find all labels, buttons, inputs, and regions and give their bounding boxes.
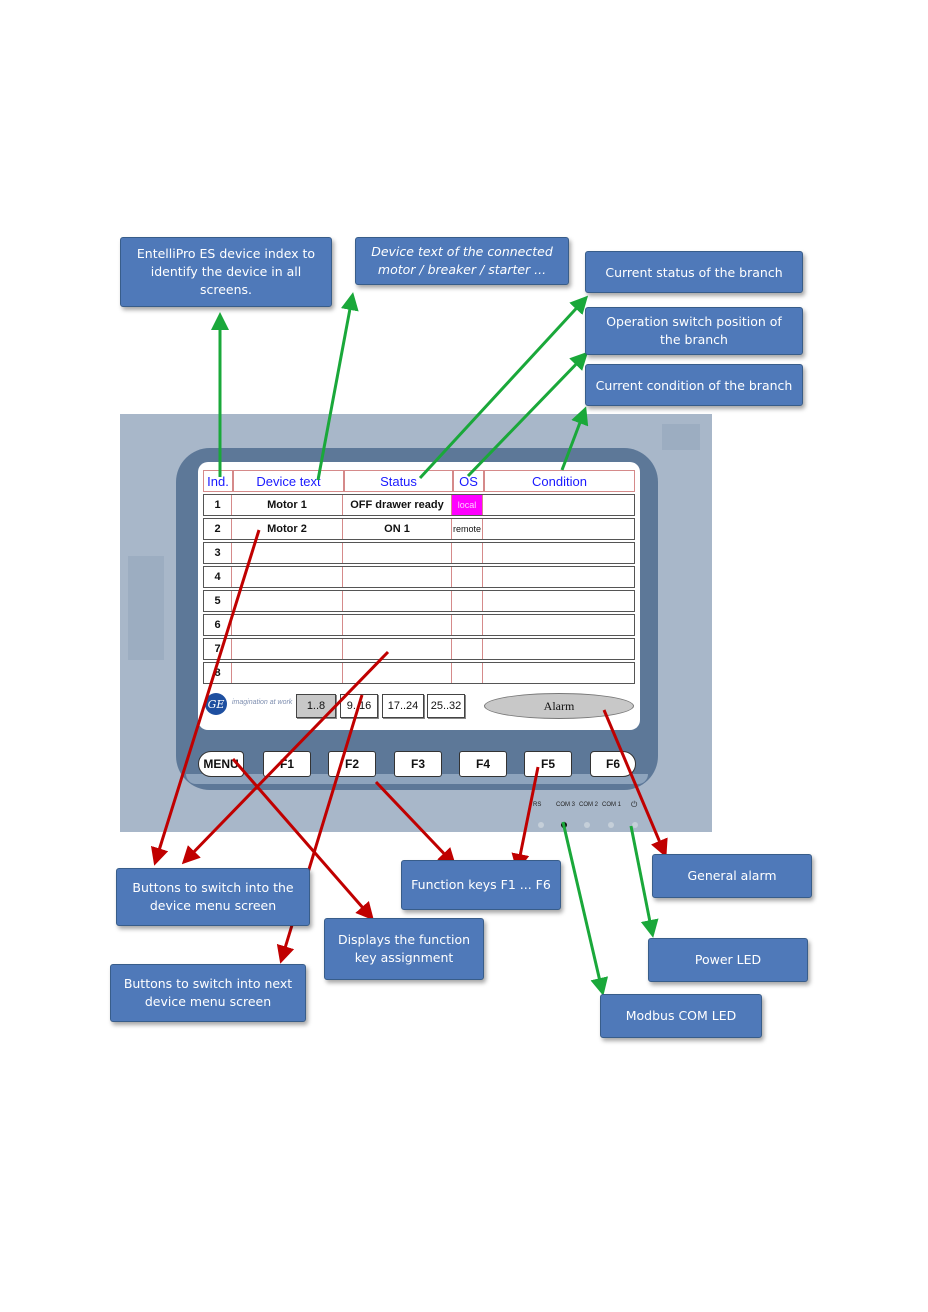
row-device-text (232, 639, 343, 659)
table-row[interactable]: 8 (203, 662, 635, 684)
row-index: 8 (204, 663, 232, 683)
row-condition (483, 639, 633, 659)
table-row[interactable]: 4 (203, 566, 635, 588)
header-condition: Condition (484, 470, 635, 492)
row-index: 6 (204, 615, 232, 635)
row-index: 2 (204, 519, 232, 539)
row-condition (483, 663, 633, 683)
callout-buttons-next: Buttons to switch into next device menu … (110, 964, 306, 1022)
callout-device-index: EntelliPro ES device index to identify t… (120, 237, 332, 307)
callout-displays-function: Displays the function key assignment (324, 918, 484, 980)
row-index: 7 (204, 639, 232, 659)
led-com2 (584, 822, 590, 828)
f4-key[interactable]: F4 (459, 751, 507, 777)
row-status: OFF drawer ready (343, 495, 452, 515)
row-index: 5 (204, 591, 232, 611)
led-label-com2: COM 2 (579, 802, 599, 808)
row-condition (483, 567, 633, 587)
led-rs (538, 822, 544, 828)
header-ind: Ind. (203, 470, 233, 492)
row-device-text (232, 591, 343, 611)
arrow-green (561, 821, 609, 996)
table-row[interactable]: 1 Motor 1 OFF drawer ready local (203, 494, 635, 516)
callout-buttons-menu: Buttons to switch into the device menu s… (116, 868, 310, 926)
menu-key[interactable]: MENU (198, 751, 244, 777)
row-os-switch: local (452, 495, 483, 515)
panel-side-plate-left (128, 556, 164, 660)
header-status: Status (344, 470, 453, 492)
row-os-switch (452, 543, 483, 563)
row-status (343, 591, 452, 611)
row-os-switch: remote (452, 519, 483, 539)
callout-current-status: Current status of the branch (585, 251, 803, 293)
led-com1 (608, 822, 614, 828)
ge-tagline: imagination at work (232, 699, 293, 706)
row-status (343, 615, 452, 635)
callout-function-keys: Function keys F1 ... F6 (401, 860, 561, 910)
row-status (343, 663, 452, 683)
callout-device-text: Device text of the connected motor / bre… (355, 237, 569, 285)
row-device-text (232, 567, 343, 587)
row-os-switch (452, 591, 483, 611)
page-button-1-8[interactable]: 1..8 (296, 694, 336, 718)
led-label-com3: COM 3 (556, 802, 576, 808)
row-os-switch (452, 615, 483, 635)
led-label-rs: RS (533, 802, 542, 808)
f6-key[interactable]: F6 (590, 751, 636, 777)
f5-key[interactable]: F5 (524, 751, 572, 777)
row-device-text (232, 663, 343, 683)
row-device-text (232, 543, 343, 563)
row-condition (483, 615, 633, 635)
callout-power-led: Power LED (648, 938, 808, 982)
ge-logo: GE (205, 693, 227, 715)
table-row[interactable]: 6 (203, 614, 635, 636)
row-index: 4 (204, 567, 232, 587)
alarm-indicator[interactable]: Alarm (484, 693, 634, 719)
callout-operation-switch: Operation switch position of the branch (585, 307, 803, 355)
row-index: 1 (204, 495, 232, 515)
row-status (343, 543, 452, 563)
row-condition (483, 495, 633, 515)
row-device-text (232, 615, 343, 635)
row-status (343, 567, 452, 587)
function-key-strip (186, 774, 648, 784)
row-condition (483, 519, 633, 539)
page-button-25-32[interactable]: 25..32 (427, 694, 465, 718)
f1-key[interactable]: F1 (263, 751, 311, 777)
power-icon: ⏻ (631, 800, 638, 809)
header-os: OS (453, 470, 484, 492)
led-power (632, 822, 638, 828)
callout-current-condition: Current condition of the branch (585, 364, 803, 406)
row-status: ON 1 (343, 519, 452, 539)
row-device-text: Motor 2 (232, 519, 343, 539)
table-row[interactable]: 2 Motor 2 ON 1 remote (203, 518, 635, 540)
panel-side-plate-right (662, 424, 700, 450)
led-com3 (561, 822, 567, 828)
page-button-17-24[interactable]: 17..24 (382, 694, 424, 718)
led-label-com1: COM 1 (602, 802, 622, 808)
header-device-text: Device text (233, 470, 344, 492)
arrow-green (629, 825, 659, 938)
row-os-switch (452, 567, 483, 587)
f2-key[interactable]: F2 (328, 751, 376, 777)
row-index: 3 (204, 543, 232, 563)
callout-modbus-led: Modbus COM LED (600, 994, 762, 1038)
row-os-switch (452, 663, 483, 683)
table-row[interactable]: 5 (203, 590, 635, 612)
table-row[interactable]: 7 (203, 638, 635, 660)
row-status (343, 639, 452, 659)
page-button-9-16[interactable]: 9..16 (340, 694, 378, 718)
row-condition (483, 543, 633, 563)
callout-general-alarm: General alarm (652, 854, 812, 898)
row-condition (483, 591, 633, 611)
table-row[interactable]: 3 (203, 542, 635, 564)
row-os-switch (452, 639, 483, 659)
row-device-text: Motor 1 (232, 495, 343, 515)
f3-key[interactable]: F3 (394, 751, 442, 777)
